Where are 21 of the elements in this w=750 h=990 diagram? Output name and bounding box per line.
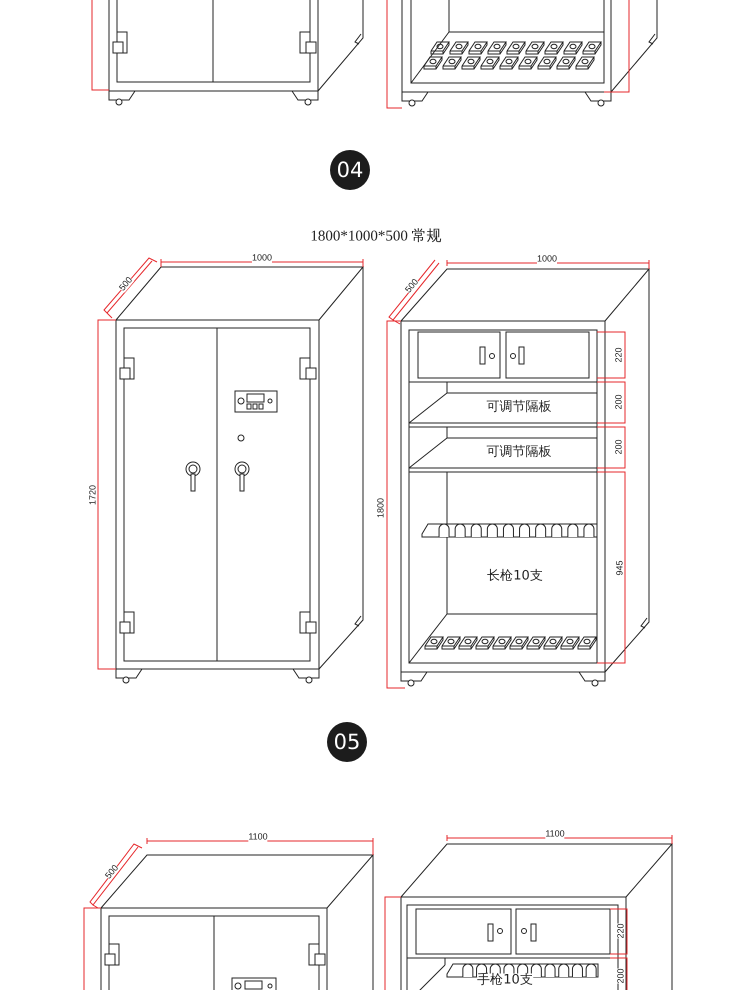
section-number: 04 (330, 150, 370, 190)
compartment-label: 可调节隔板 (486, 400, 552, 414)
diagram-title: 1800*1000*500 常规 (310, 230, 442, 244)
dimension-value: 220 (616, 923, 626, 939)
compartment-label: 长枪10支 (487, 570, 543, 582)
dimension-value: 200 (614, 439, 624, 455)
dimension-value: 1720 (88, 484, 98, 506)
dimension-value: 200 (614, 394, 624, 410)
dimension-value: 1800 (376, 498, 386, 518)
dimension-value: 500 (118, 275, 134, 293)
dimension-value: 500 (404, 277, 420, 295)
dimension-value: 200 (616, 968, 626, 984)
dimension-value: 945 (616, 560, 624, 576)
compartment-label: 可调节隔板 (486, 446, 552, 458)
dimension-value: 220 (614, 347, 624, 363)
dimension-value: 1000 (536, 254, 558, 264)
dimension-value: 1100 (545, 830, 565, 838)
dimension-value: 1000 (252, 254, 272, 262)
dimension-value: 1100 (248, 832, 268, 842)
dimension-value: 500 (104, 863, 120, 881)
section-number: 05 (327, 722, 367, 762)
